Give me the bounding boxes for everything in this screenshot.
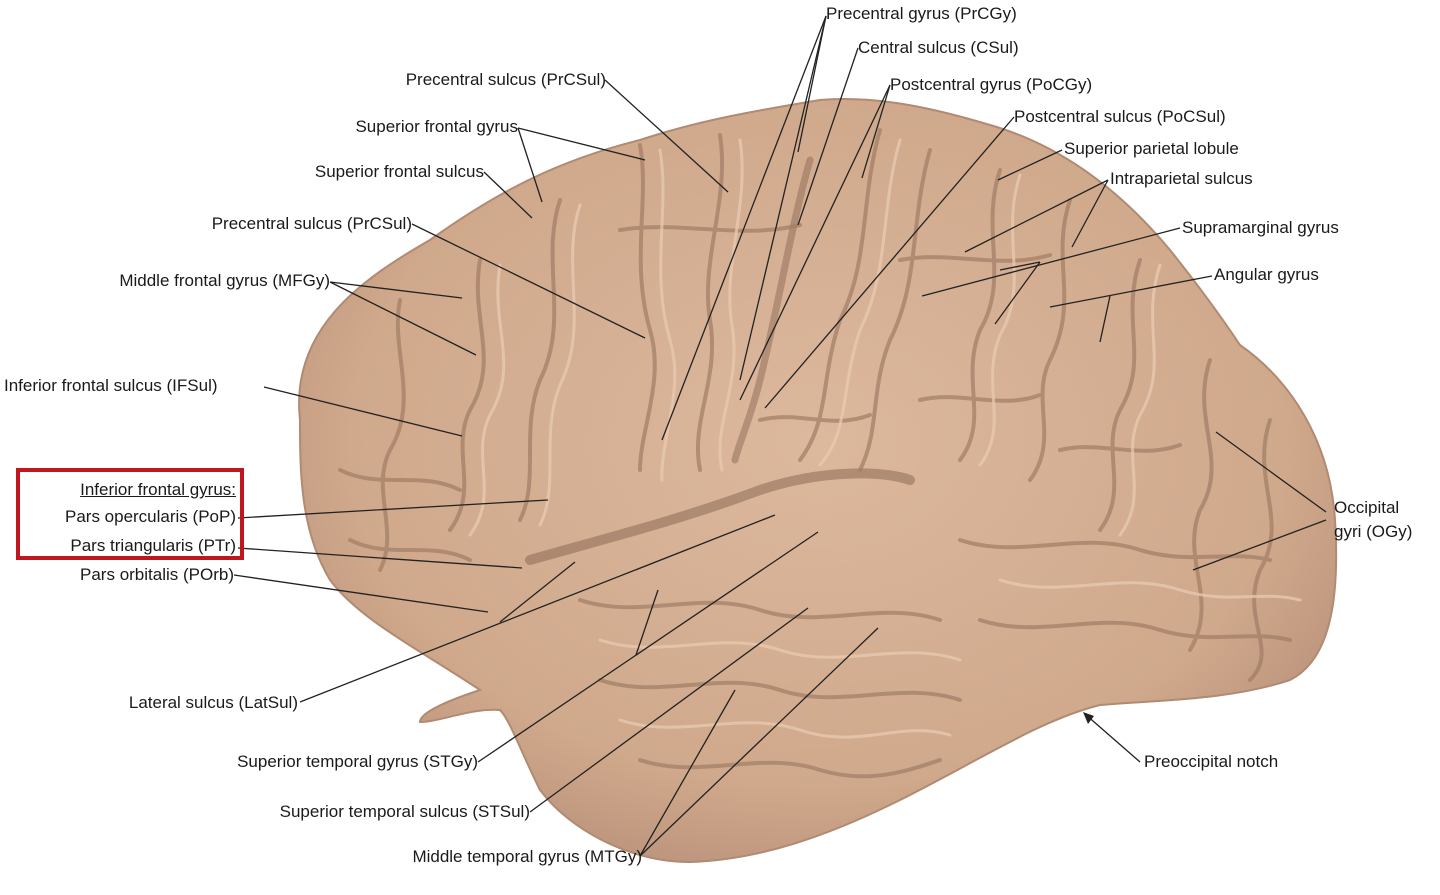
central-sulcus-shading bbox=[731, 156, 814, 464]
label-superior-temporal-sulcus: Superior temporal sulcus (STSul) bbox=[279, 802, 530, 821]
label-superior-frontal-gyrus: Superior frontal gyrus bbox=[355, 117, 518, 136]
gyri-texture bbox=[338, 128, 1292, 779]
label-occipital-gyri-line1: Occipital bbox=[1334, 498, 1400, 517]
label-middle-frontal-gyrus: Middle frontal gyrus (MFGy) bbox=[119, 271, 330, 290]
inferior-frontal-gyrus-highlight-box bbox=[16, 468, 244, 560]
preoccipital-notch-arrowhead bbox=[1083, 712, 1094, 724]
label-supramarginal-gyrus: Supramarginal gyrus bbox=[1182, 218, 1339, 237]
gyri-highlights bbox=[468, 138, 1302, 739]
leader-lines bbox=[233, 15, 1327, 857]
label-inferior-frontal-sulcus: Inferior frontal sulcus (IFSul) bbox=[4, 376, 218, 395]
lateral-sulcus-shading bbox=[525, 468, 915, 565]
label-precentral-gyrus: Precentral gyrus (PrCGy) bbox=[826, 4, 1017, 23]
label-postcentral-sulcus: Postcentral sulcus (PoCSul) bbox=[1014, 107, 1226, 126]
label-precentral-sulcus-top: Precentral sulcus (PrCSul) bbox=[405, 70, 606, 89]
label-intraparietal-sulcus: Intraparietal sulcus bbox=[1110, 169, 1253, 188]
label-occipital-gyri-line2: gyri (OGy) bbox=[1334, 522, 1413, 541]
label-angular-gyrus: Angular gyrus bbox=[1214, 265, 1319, 284]
label-postcentral-gyrus: Postcentral gyrus (PoCGy) bbox=[890, 75, 1093, 94]
label-superior-frontal-sulcus: Superior frontal sulcus bbox=[314, 162, 484, 181]
label-superior-temporal-gyrus: Superior temporal gyrus (STGy) bbox=[237, 752, 478, 771]
label-inferior-frontal-gyrus: Inferior frontal gyrus: bbox=[80, 480, 236, 499]
label-pars-triangularis: Pars triangularis (PTr) bbox=[70, 536, 236, 555]
label-preoccipital-notch: Preoccipital notch bbox=[1144, 752, 1279, 771]
label-middle-temporal-gyrus: Middle temporal gyrus (MTGy) bbox=[412, 847, 642, 866]
label-central-sulcus: Central sulcus (CSul) bbox=[858, 38, 1019, 57]
label-pars-orbitalis: Pars orbitalis (POrb) bbox=[80, 565, 234, 584]
label-pars-opercularis: Pars opercularis (PoP) bbox=[64, 507, 236, 526]
label-precentral-sulcus-mid: Precentral sulcus (PrCSul) bbox=[211, 214, 412, 233]
label-superior-parietal-lobule: Superior parietal lobule bbox=[1064, 139, 1239, 158]
label-lateral-sulcus: Lateral sulcus (LatSul) bbox=[128, 693, 298, 712]
